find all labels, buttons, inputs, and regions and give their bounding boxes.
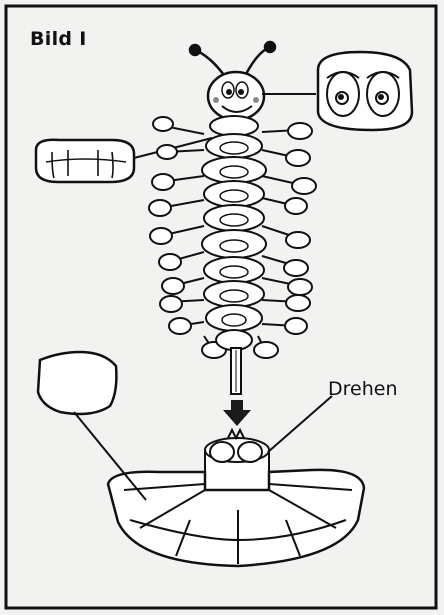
caterpillar-head [208,72,264,120]
figure-title: Bild I [30,28,87,50]
center-rod [231,348,241,394]
rotate-label: Drehen [328,378,398,400]
